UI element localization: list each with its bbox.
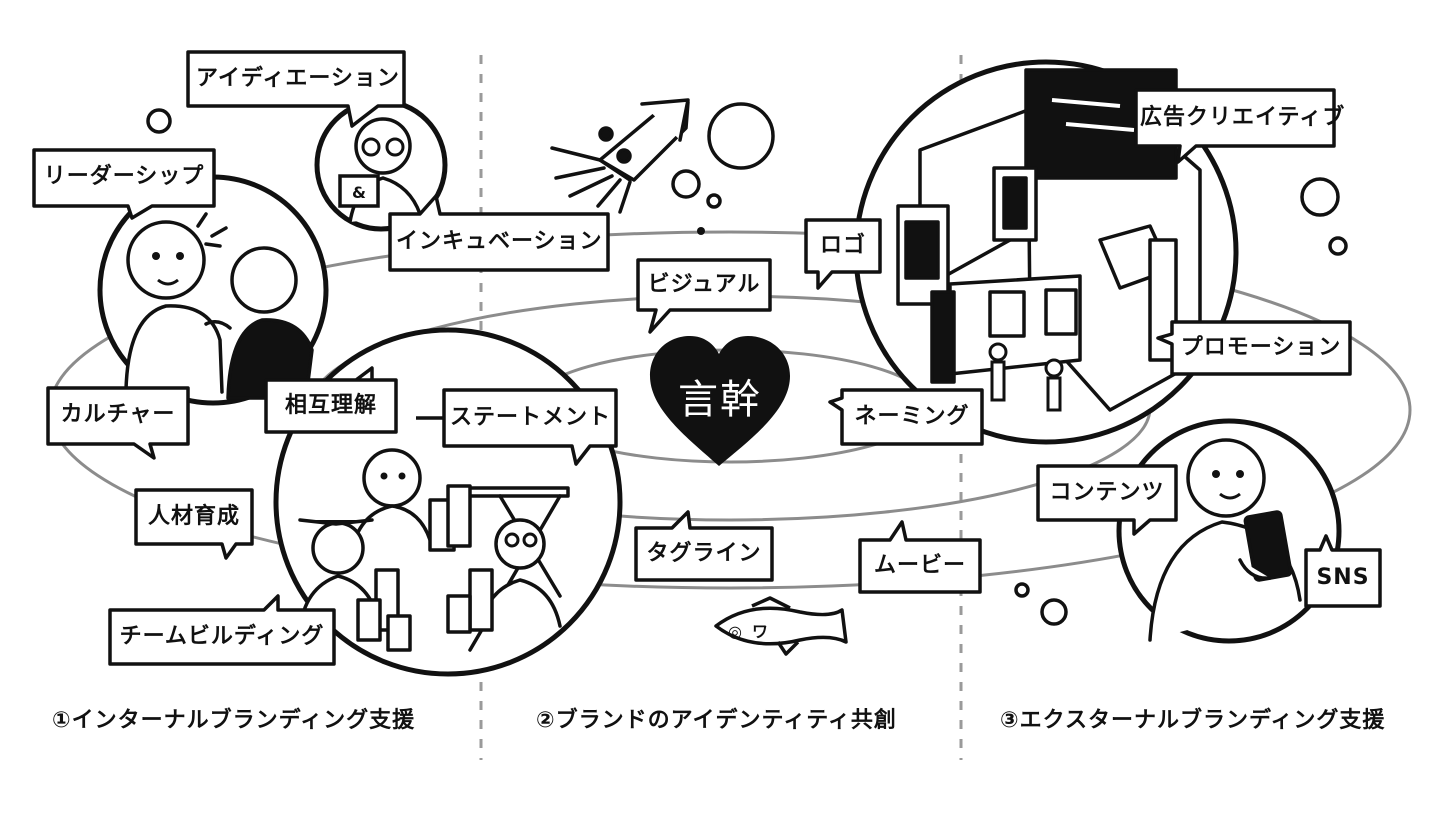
svg-text:ワ: ワ xyxy=(752,622,768,641)
section-external-branding: ③エクスターナルブランディング支援 xyxy=(1000,708,1386,733)
tag-ad-creative: 広告クリエイティブ xyxy=(1140,105,1346,130)
bubble-mutual xyxy=(264,366,398,434)
core-heart xyxy=(650,336,790,466)
tag-mutual-understanding: 相互理解 xyxy=(284,393,377,418)
laptop-logo: & xyxy=(352,183,366,202)
bubble-sns xyxy=(1304,534,1382,608)
bubble-leadership xyxy=(32,148,216,220)
bubble-tagline xyxy=(634,510,774,582)
ideation-scene: & xyxy=(314,98,448,232)
tag-culture: カルチャー xyxy=(60,402,176,427)
bubble-contents xyxy=(1036,464,1178,536)
bubble-team xyxy=(108,594,336,666)
bubble-movie xyxy=(858,520,982,594)
core-label: 言幹 xyxy=(678,377,762,423)
tag-incubation: インキュベーション xyxy=(396,229,603,254)
fish-illustration: ◎ ワ xyxy=(714,596,848,656)
bubble-statement xyxy=(442,388,618,466)
bubble xyxy=(671,169,701,199)
tag-hr-development: 人材育成 xyxy=(147,504,240,529)
bubble-naming xyxy=(828,388,984,446)
bubble-logo xyxy=(804,218,882,290)
svg-text:◎: ◎ xyxy=(728,622,742,641)
bubbles xyxy=(146,102,1348,626)
bubble-incubation xyxy=(388,194,610,272)
sns-scene xyxy=(1116,418,1342,644)
bubble xyxy=(1040,598,1068,626)
bubble-hr xyxy=(134,488,254,560)
tag-logo: ロゴ xyxy=(819,233,866,258)
bubble xyxy=(1300,177,1340,217)
bubble xyxy=(1328,236,1348,256)
tag-leadership: リーダーシップ xyxy=(43,164,205,189)
tag-promotion: プロモーション xyxy=(1180,335,1342,360)
leadership-scene xyxy=(97,174,329,406)
bubble xyxy=(146,108,172,134)
tag-naming: ネーミング xyxy=(854,404,970,429)
store-scene xyxy=(853,59,1239,445)
bubble xyxy=(1014,582,1030,598)
bubble-ad xyxy=(1134,88,1336,164)
tag-team-building: チームビルディング xyxy=(119,624,325,649)
bubble xyxy=(707,102,775,170)
tag-tagline: タグライン xyxy=(646,541,762,566)
tag-statement: ステートメント xyxy=(450,405,612,430)
tag-ideation: アイディエーション xyxy=(196,66,400,91)
section-brand-identity: ②ブランドのアイデンティティ共創 xyxy=(536,708,897,733)
tag-visual: ビジュアル xyxy=(647,272,761,297)
squid-illustration xyxy=(550,98,690,214)
tag-sns: SNS xyxy=(1316,565,1370,590)
label-bubbles xyxy=(32,50,1382,666)
bubble-promotion xyxy=(1156,320,1352,376)
tag-contents: コンテンツ xyxy=(1049,480,1165,505)
bubble-culture xyxy=(46,386,190,460)
bubble-dot xyxy=(697,227,705,235)
tag-movie: ムービー xyxy=(873,553,966,578)
bubble-visual xyxy=(636,258,772,334)
bubble-ideation xyxy=(186,50,406,128)
section-internal-branding: ①インターナルブランディング支援 xyxy=(52,708,416,733)
bubble xyxy=(706,193,722,209)
